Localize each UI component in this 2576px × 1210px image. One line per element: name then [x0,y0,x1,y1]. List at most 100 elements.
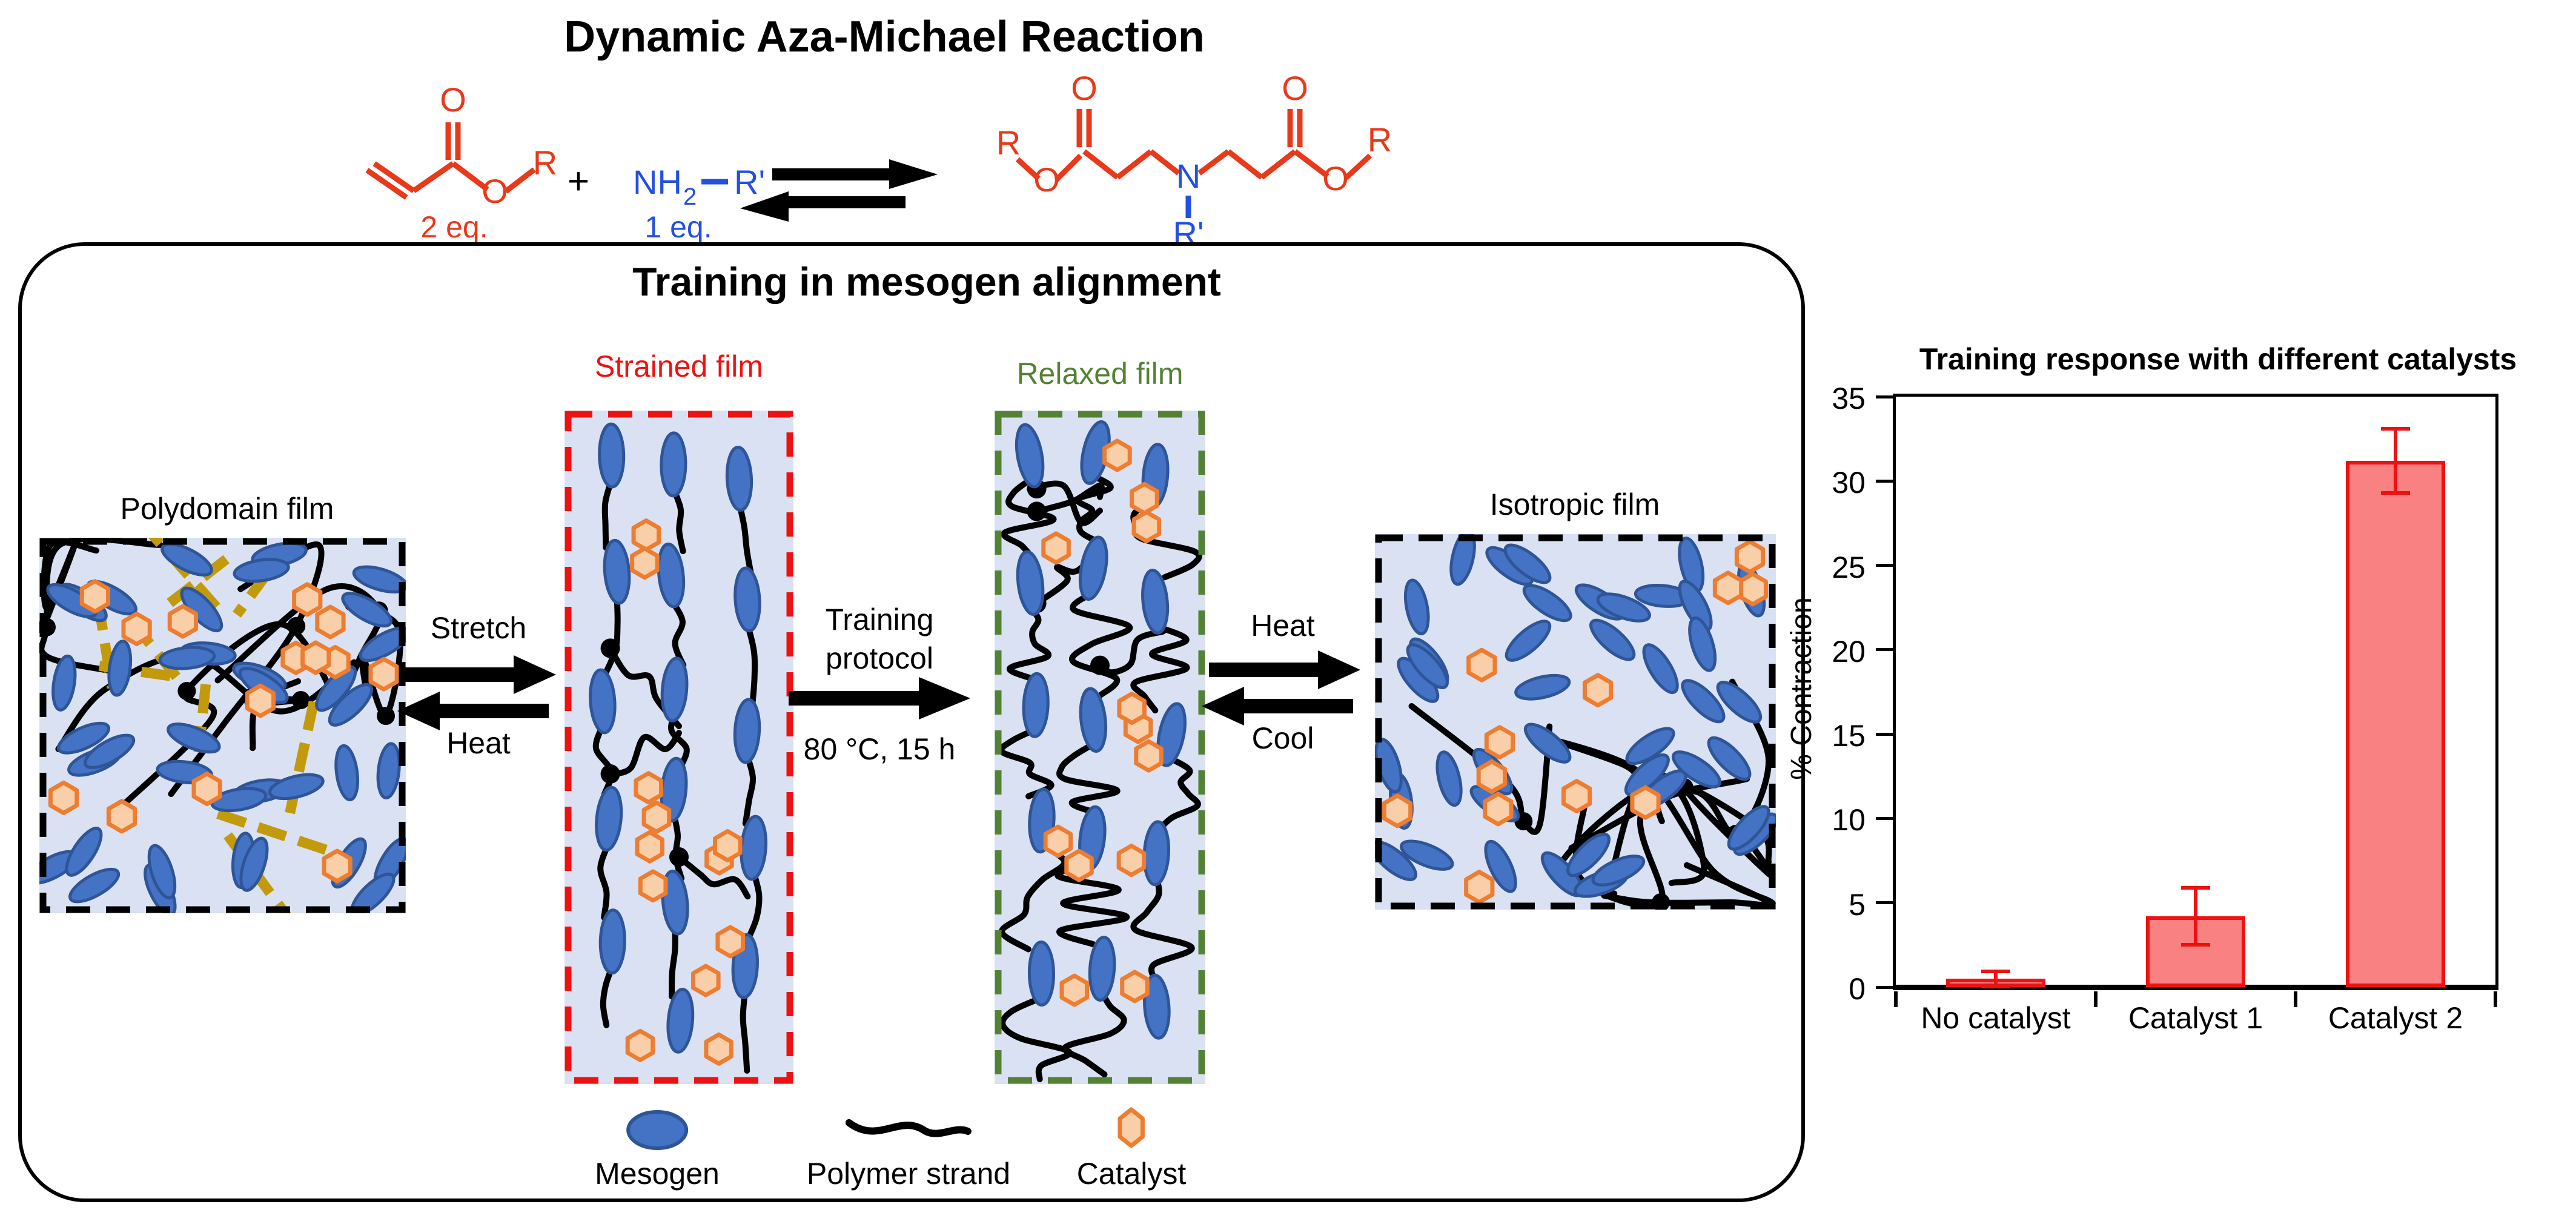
catalyst [641,800,672,834]
polymer-strand [607,730,682,778]
mesogen [589,668,617,735]
relaxed-film-canvas [995,411,1205,1084]
error-bar-cap [2181,943,2210,947]
isotropic-film-canvas [1375,534,1776,910]
y-tick-label: 5 [1849,887,1866,922]
mesogen [1088,936,1116,1002]
mesogen [210,787,268,813]
mesogen [598,422,626,489]
y-tick-label: 15 [1832,719,1866,753]
y-tick-label: 30 [1832,466,1866,500]
catalyst [1064,848,1094,882]
catalyst [1476,759,1507,794]
polymer-strand [1001,477,1057,562]
y-tick-label: 0 [1849,972,1866,1006]
mesogen [1522,584,1572,623]
mesogen [51,654,77,712]
mesogen [1707,736,1752,781]
mesogen-icon [626,1110,688,1150]
arrow-label-cool: Cool [1251,721,1314,755]
catalyst [715,925,745,959]
mesogen [733,566,761,633]
y-axis-tick [1876,816,1893,820]
arrow-label-stretch: Stretch [430,611,527,645]
polymer-strand [736,500,755,578]
mesogen [352,565,406,593]
mesogen [167,722,221,754]
polymer-strand [744,869,763,945]
catalyst [1059,973,1090,1007]
mesogen [1591,855,1646,887]
acrylate-equivalents: 2 eq. [420,210,488,244]
x-category-label: Catalyst 1 [2128,1001,2263,1035]
right-arrow-icon [789,677,970,719]
legend-item-mesogen: Mesogen [595,1107,720,1191]
catalyst [167,604,199,639]
catalyst [1117,692,1147,726]
catalyst [1382,793,1413,828]
catalyst [1117,1107,1145,1148]
polymer-strand [740,987,750,1074]
reaction-title: Dynamic Aza-Michael Reaction [564,13,1205,61]
catalyst [106,799,137,834]
right-arrow-icon [1209,650,1360,689]
mesogen [268,773,325,801]
polymer-strand [1056,741,1121,817]
legend-item-polymer-strand: Polymer strand [807,1107,1010,1191]
mesogen [1141,569,1170,635]
polymer-strand [1130,874,1195,986]
chart-title: Training response with different catalys… [1919,342,2517,376]
mesogen [233,558,290,583]
polymer-strand [669,924,678,1000]
catalyst [1712,570,1744,606]
mesogen [1727,805,1770,851]
mesogen [1449,534,1476,586]
polymer-strand [1069,589,1133,699]
mesogen [1078,535,1108,601]
catalyst [1134,739,1164,773]
mesogen [84,733,136,770]
catalyst [634,771,663,805]
mesogen [1022,672,1050,738]
mesogen [1403,578,1430,636]
right-arrow-icon [405,655,556,694]
atom-O: O [1322,159,1349,197]
x-axis-tick [1894,991,1898,1007]
y-tick-label: 20 [1832,634,1866,669]
polymer-strand [670,485,686,555]
catalyst [315,604,346,640]
catalyst [1582,673,1614,708]
arrow-label-heat: Heat [446,726,511,760]
mesogen [1375,840,1417,881]
y-axis-tick [1876,901,1893,905]
y-tick-label: 10 [1832,803,1866,838]
catalyst [1734,539,1766,574]
polymer-strand [1033,482,1105,515]
equilibrium-arrows-icon [740,159,938,222]
x-axis-tick [2094,991,2098,1007]
mesogen [1079,687,1108,753]
y-axis-tick [1876,985,1893,989]
mesogen [107,640,133,697]
mesogen [147,844,177,900]
mesogen [1143,973,1171,1040]
catalyst [631,518,661,552]
mesogen [661,869,689,936]
arrow-label-protocol: protocol [826,641,933,675]
mesogen [1566,832,1611,878]
catalyst [322,848,353,884]
mesogen [598,908,626,975]
atom-O: O [1033,160,1060,199]
error-bar [2194,887,2197,945]
catalyst-icon [1117,1107,1145,1148]
polymer-strand [744,620,758,710]
catalyst [1464,870,1495,905]
catalyst [691,964,721,997]
domain-director [158,555,230,614]
mesogen [1514,673,1571,701]
arrow-label-training: Training [825,603,934,636]
mesogen [1688,616,1717,672]
polymer-strand [1062,990,1127,1078]
polydomain-film-canvas [39,538,406,913]
mesogen [1505,620,1552,662]
